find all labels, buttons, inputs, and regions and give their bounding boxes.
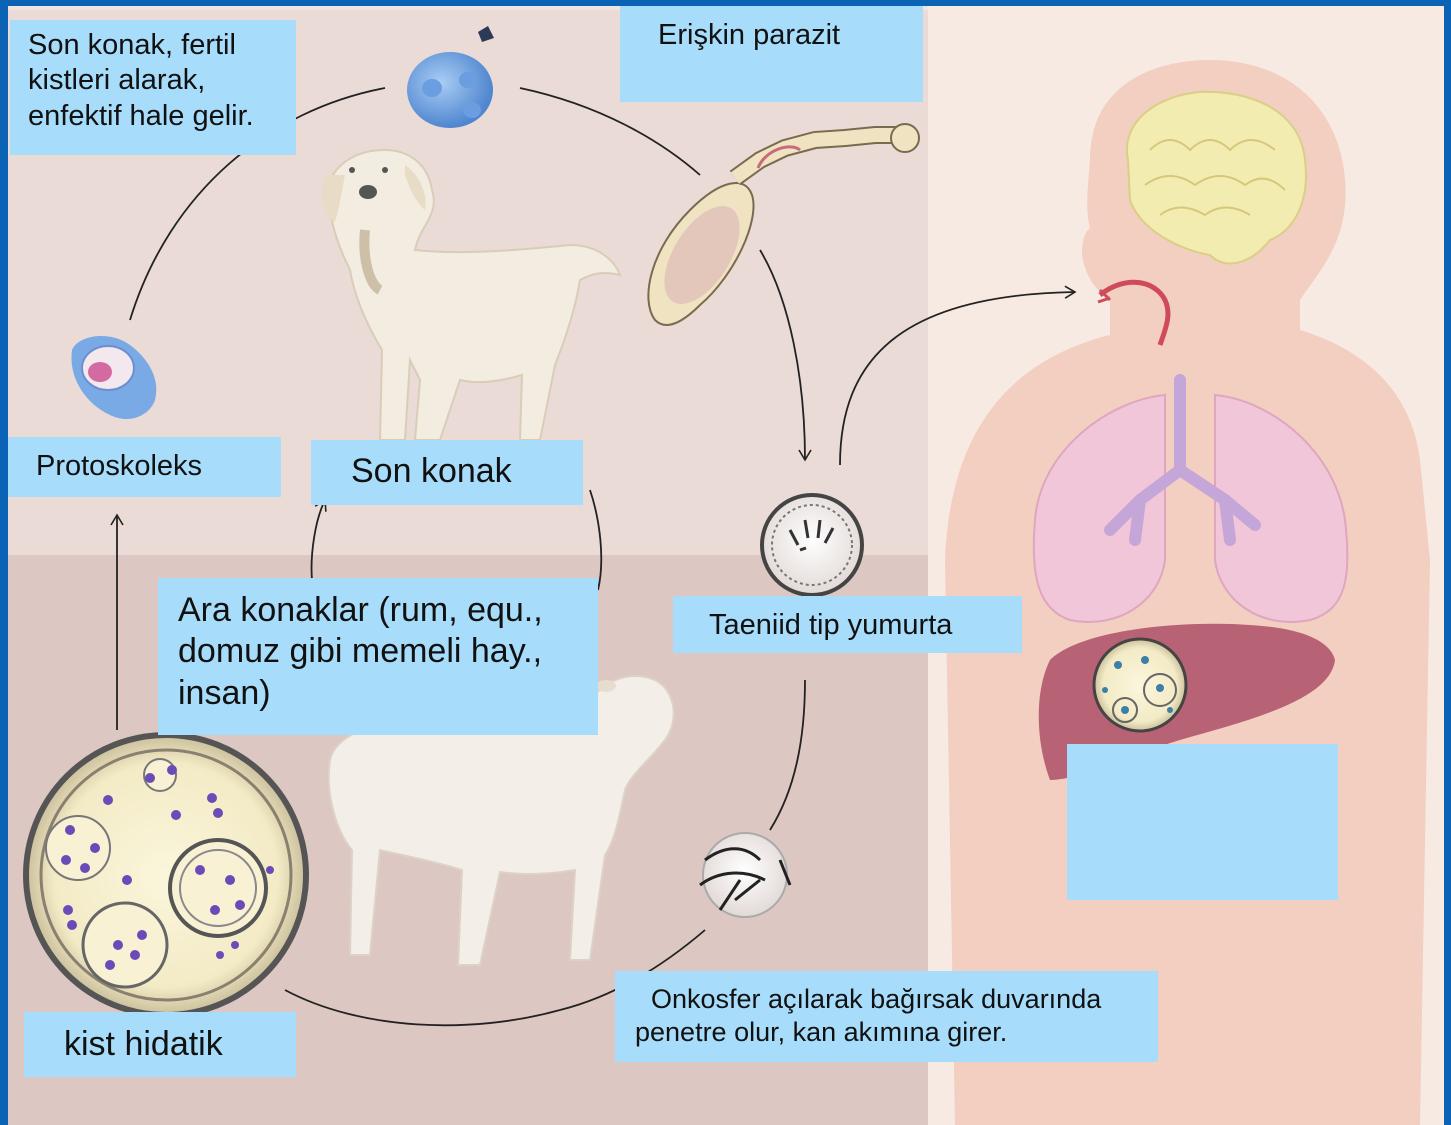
oncosphere-label: Onkosfer açılarak bağırsak duvarında pen… [615, 971, 1158, 1062]
definitive-host-label: Son konak [311, 440, 583, 505]
hydatid-cyst-icon [26, 735, 306, 1015]
human-liver-label [1067, 744, 1338, 900]
intermediate-hosts-label: Ara konaklar (rum, equ., domuz gibi meme… [158, 578, 598, 735]
adult-parasite-label: Erişkin parazit [620, 6, 923, 102]
hydatid-cyst-label: kist hidatik [24, 1012, 296, 1077]
taeniid-egg-icon [762, 495, 862, 595]
taeniid-egg-label: Taeniid tip yumurta [673, 596, 1022, 653]
definitive-host-infection-label: Son konak, fertil kistleri alarak, enfek… [10, 20, 296, 155]
liver-cyst-icon [1094, 639, 1186, 731]
protoscolex-label: Protoskoleks [8, 437, 281, 497]
